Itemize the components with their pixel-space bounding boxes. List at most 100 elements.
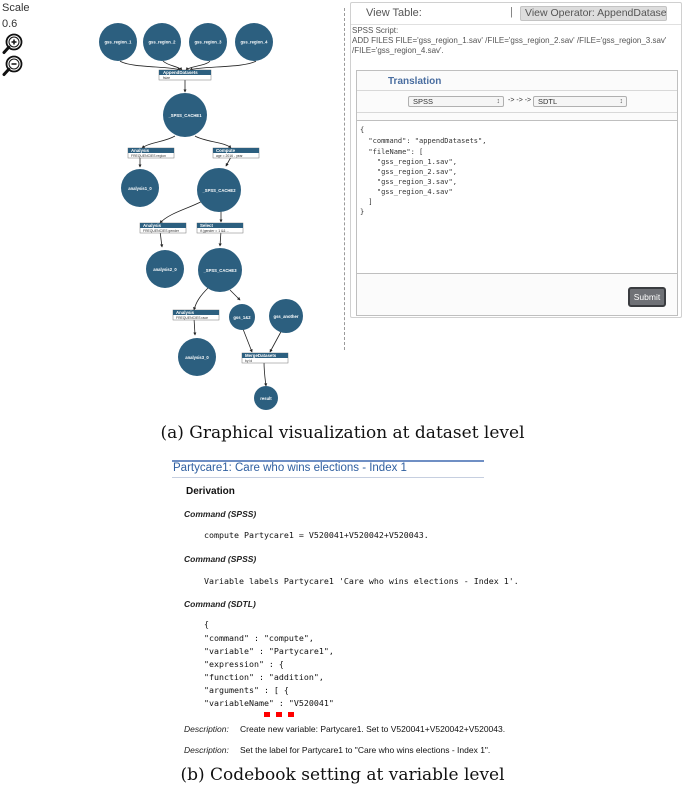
description-text: Create new variable: Partycare1. Set to … <box>240 724 506 734</box>
json-line: "gss_region_4.sav" <box>360 188 453 196</box>
sdtl-line: { <box>204 619 209 629</box>
dataset-graph: gss_region_1 gss_region_2 gss_region_3 g… <box>99 23 303 410</box>
svg-text:if (gender = 1 && ...: if (gender = 1 && ... <box>200 229 229 233</box>
operator-box[interactable]: Analysis FREQUENCIES region <box>127 147 175 159</box>
codebook-rule <box>172 477 484 478</box>
svg-text:_SPSS_CACHE3: _SPSS_CACHE3 <box>202 268 237 273</box>
svg-text:gss_region_2: gss_region_2 <box>149 40 177 45</box>
graph-node[interactable]: gss_region_1 <box>99 23 137 61</box>
svg-text:fsize: fsize <box>163 76 170 80</box>
svg-text:Select: Select <box>200 223 213 228</box>
panel-divider <box>344 8 345 350</box>
graph-node[interactable]: gss_region_3 <box>189 23 227 61</box>
chevron-updown-icon: ↕ <box>496 98 501 105</box>
operator-box[interactable]: Analysis FREQUENCIES gender <box>139 222 187 234</box>
operator-box[interactable]: Compute age = 2016 - year <box>212 147 260 159</box>
description-label: Description: <box>184 724 229 734</box>
target-language-select[interactable]: SDTL ↕ <box>533 96 627 107</box>
operator-box[interactable]: Analysis FREQUENCIES race <box>172 309 220 321</box>
command-label: Command (SPSS) <box>184 554 257 564</box>
sdtl-line: "expression" : { <box>204 659 284 669</box>
command-label: Command (SDTL) <box>184 599 256 609</box>
svg-text:FREQUENCIES region: FREQUENCIES region <box>131 154 166 158</box>
sdtl-line: "command" : "compute", <box>204 633 314 643</box>
json-line: "gss_region_2.sav", <box>360 168 457 176</box>
svg-text:Analysis: Analysis <box>143 223 162 228</box>
svg-text:Analysis: Analysis <box>131 148 150 153</box>
svg-text:gss_region_3: gss_region_3 <box>195 40 223 45</box>
graph-node[interactable]: gss_region_2 <box>143 23 181 61</box>
header-rule <box>351 24 681 25</box>
svg-text:gss_region_1: gss_region_1 <box>105 40 133 45</box>
sdtl-line: "arguments" : [ { <box>204 685 289 695</box>
caption-b: (b) Codebook setting at variable level <box>180 765 505 785</box>
caption-a: (a) Graphical visualization at dataset l… <box>160 423 525 443</box>
graph-node[interactable]: _SPSS_CACHE1 <box>163 93 207 137</box>
svg-text:result: result <box>260 396 272 401</box>
source-language-value: SPSS <box>413 97 434 106</box>
operator-box[interactable]: MergeDatasets by id <box>241 352 289 364</box>
operator-box[interactable]: Select if (gender = 1 && ... <box>196 222 244 234</box>
ellipsis-marker <box>264 712 270 717</box>
graph-node[interactable]: analysis3_0 <box>178 338 216 376</box>
spss-script-label: SPSS Script: <box>352 26 399 35</box>
svg-text:_SPSS_CACHE2: _SPSS_CACHE2 <box>201 188 236 193</box>
view-operator-tab[interactable]: View Operator: AppendDatasets <box>520 6 667 21</box>
sdtl-line: "function" : "addition", <box>204 672 324 682</box>
source-language-select[interactable]: SPSS ↕ <box>408 96 504 107</box>
svg-text:MergeDatasets: MergeDatasets <box>245 353 277 358</box>
svg-text:gss_another: gss_another <box>274 314 299 319</box>
translation-rule <box>357 112 677 113</box>
spss-script-line: /FILE='gss_region_4.sav'. <box>352 46 444 55</box>
svg-text:_SPSS_CACHE1: _SPSS_CACHE1 <box>167 113 202 118</box>
operator-box[interactable]: AppendDatasets fsize <box>158 69 212 81</box>
svg-text:by id: by id <box>245 359 252 363</box>
graph-node[interactable]: _SPSS_CACHE2 <box>197 168 241 212</box>
svg-text:age = 2016 - year: age = 2016 - year <box>216 154 244 158</box>
view-table-tab[interactable]: View Table: <box>366 7 422 19</box>
graph-node[interactable]: analysis1_0 <box>121 169 159 207</box>
svg-text:analysis1_0: analysis1_0 <box>128 186 152 191</box>
svg-text:AppendDatasets: AppendDatasets <box>163 70 198 75</box>
tab-separator: | <box>510 6 513 18</box>
svg-text:analysis3_0: analysis3_0 <box>185 355 209 360</box>
graph-node[interactable]: analysis2_0 <box>146 250 184 288</box>
graph-node[interactable]: gss_another <box>269 299 303 333</box>
json-line: { <box>360 126 365 134</box>
sdtl-line: "variableName" : "V520041" <box>204 698 334 708</box>
zoom-in-icon[interactable] <box>2 33 24 55</box>
scale-label: Scale <box>2 2 30 14</box>
json-line: } <box>360 208 365 216</box>
spss-script-line: ADD FILES FILE='gss_region_1.sav' /FILE=… <box>352 36 667 45</box>
ellipsis-marker <box>276 712 282 717</box>
description-label: Description: <box>184 745 229 755</box>
svg-text:analysis2_0: analysis2_0 <box>153 267 177 272</box>
translation-output[interactable] <box>356 120 678 274</box>
sdtl-line: "variable" : "Partycare1", <box>204 646 334 656</box>
chevron-updown-icon: ↕ <box>619 98 624 105</box>
svg-text:Compute: Compute <box>216 148 236 153</box>
translation-rule <box>357 90 677 91</box>
json-line: "fileName": [ <box>360 148 424 156</box>
json-line: "gss_region_1.sav", <box>360 158 457 166</box>
target-language-value: SDTL <box>538 97 558 106</box>
submit-button[interactable]: Submit <box>628 287 666 307</box>
scale-value: 0.6 <box>2 18 18 30</box>
graph-node[interactable]: _SPSS_CACHE3 <box>198 248 242 292</box>
zoom-out-icon[interactable] <box>2 55 24 77</box>
command-label: Command (SPSS) <box>184 509 257 519</box>
json-line: "command": "appendDatasets", <box>360 137 487 145</box>
command-code: compute Partycare1 = V520041+V520042+V52… <box>204 530 429 540</box>
command-code: Variable labels Partycare1 'Care who win… <box>204 576 519 586</box>
graph-node[interactable]: gss_region_4 <box>235 23 273 61</box>
svg-text:FREQUENCIES gender: FREQUENCIES gender <box>143 229 180 233</box>
codebook-rule <box>172 460 484 462</box>
svg-text:gss_1&2: gss_1&2 <box>233 315 251 320</box>
derivation-heading: Derivation <box>186 486 235 497</box>
svg-text:gss_region_4: gss_region_4 <box>241 40 269 45</box>
graph-node[interactable]: result <box>254 386 278 410</box>
graph-node[interactable]: gss_1&2 <box>229 304 255 330</box>
json-line: ] <box>360 198 373 206</box>
svg-text:FREQUENCIES race: FREQUENCIES race <box>176 316 208 320</box>
description-text: Set the label for Partycare1 to "Care wh… <box>240 745 491 755</box>
